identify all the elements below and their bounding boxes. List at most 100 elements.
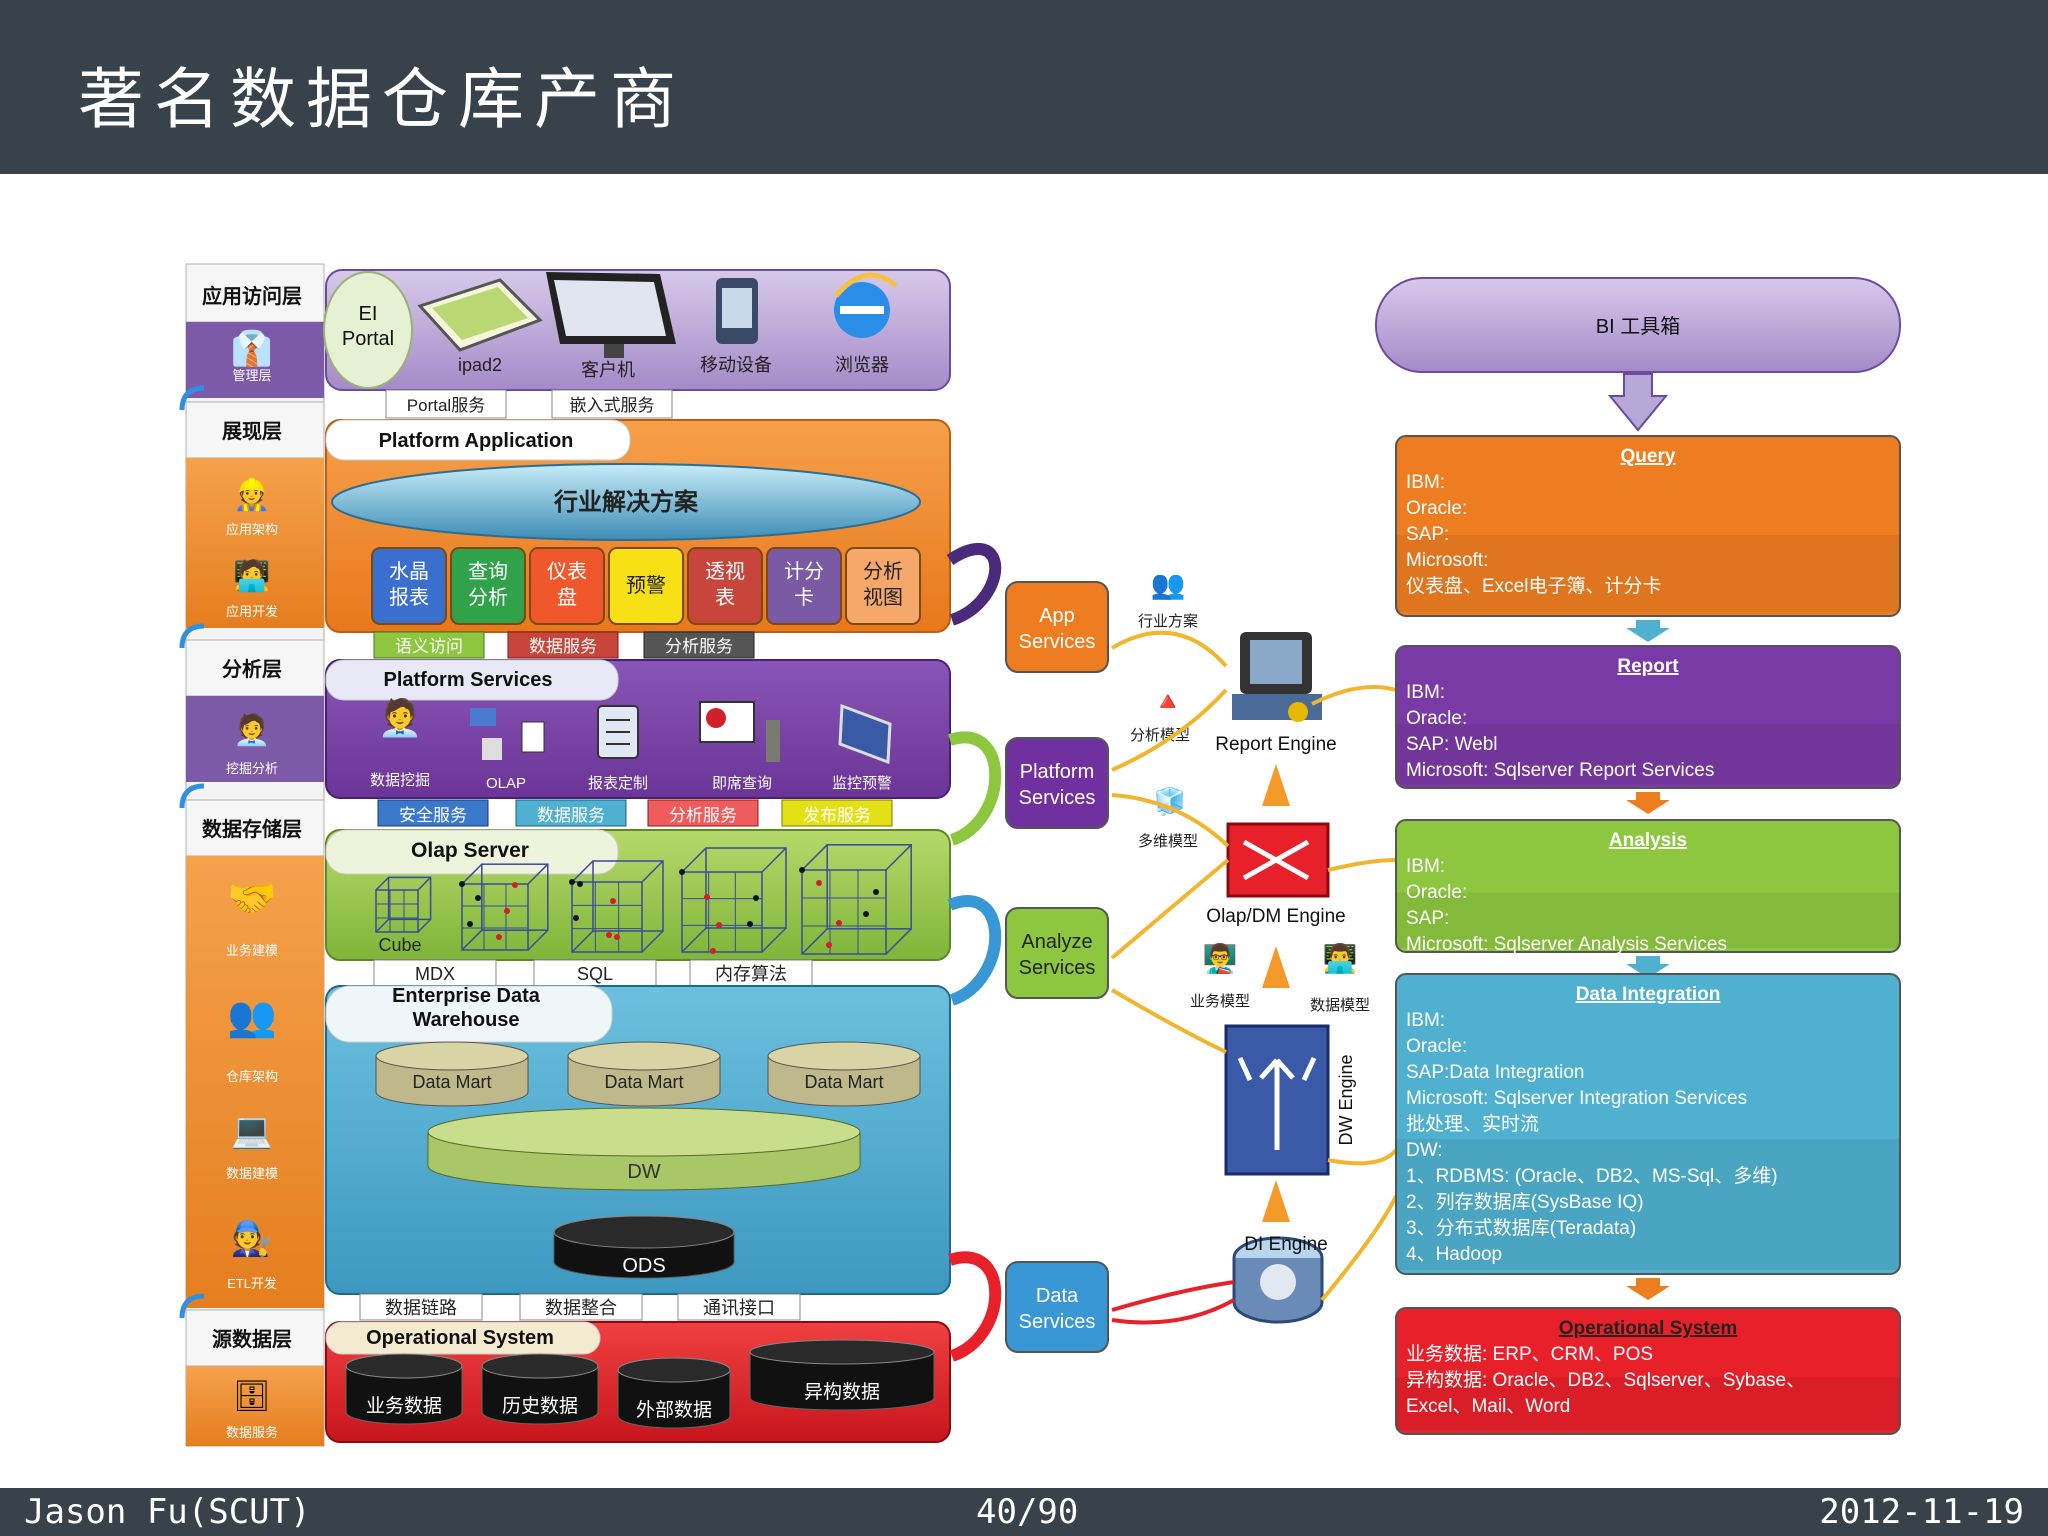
report-engine-label: Report Engine (1215, 734, 1336, 755)
browser-icon[interactable] (834, 272, 898, 338)
ps-item-report-custom: 报表定制 (588, 775, 648, 792)
footer-date: 2012-11-19 (1819, 1492, 2024, 1532)
engines-column: Report Engine Olap/DM Engine DW Engine D… (1130, 569, 1370, 1324)
bi-panel-line: 4、Hadoop (1406, 1244, 1502, 1265)
layer-item-manager: 管理层 (232, 368, 271, 383)
service-box[interactable] (1005, 581, 1109, 673)
bi-panel[interactable] (1395, 645, 1901, 789)
edw-tabs: 数据链路 数据整合 通讯接口 (359, 1293, 801, 1321)
device-mobile: 移动设备 (700, 355, 772, 375)
tab-analysis-service-ps: 分析服务 (669, 806, 737, 825)
module-label-line2: 卡 (794, 586, 814, 609)
module-tile[interactable] (845, 547, 921, 625)
bi-panel-line: Microsoft: (1406, 550, 1488, 571)
bi-panel-line: 异构数据: Oracle、DB2、Sqlserver、Sybase、 (1406, 1369, 1805, 1391)
report-engine-icon[interactable] (1232, 632, 1322, 722)
olap-server-title: Olap Server (411, 839, 529, 862)
tab-security-service: 安全服务 (399, 806, 467, 825)
layer-item-data-model: 数据建模 (226, 1166, 278, 1181)
platform-services-title: Platform Services (384, 669, 553, 691)
dw-engine-icon[interactable] (1224, 1024, 1330, 1176)
ei-portal-badge[interactable] (323, 271, 413, 389)
service-label-line1: Data (1036, 1285, 1079, 1307)
ods-db (553, 1215, 735, 1279)
bi-panel-line: Microsoft: Sqlserver Report Services (1406, 760, 1714, 781)
bi-panel[interactable] (1395, 973, 1901, 1275)
olap-icon (470, 708, 545, 760)
tab-portal-service: Portal服务 (407, 396, 485, 415)
cube-row (375, 844, 912, 955)
bi-toolbox-header[interactable] (1375, 277, 1901, 373)
bi-panel-line: 业务数据: ERP、CRM、POS (1406, 1343, 1653, 1365)
down-arrow-icon (1626, 792, 1670, 814)
data-mart-label-3: Data Mart (804, 1072, 883, 1092)
data-mart-db (375, 1041, 529, 1107)
olap-server-panel: Olap Server Cube (325, 829, 951, 961)
platform-services-panel: Platform Services 🧑‍💼 数据挖掘 OLAP 报表定制 即席查… (325, 659, 951, 799)
module-tile[interactable] (687, 547, 763, 625)
module-label-line1: 水晶 (389, 560, 429, 583)
service-label-line2: Services (1019, 1311, 1096, 1333)
bi-panel-line: IBM: (1406, 856, 1445, 877)
ps-item-mining: 数据挖掘 (370, 772, 430, 789)
cycle-arrow-icon (179, 385, 205, 411)
service-label-line2: Services (1019, 787, 1096, 809)
services-column: AppServicesPlatformServicesAnalyzeServic… (1005, 581, 1109, 1353)
ipad-icon[interactable] (417, 278, 543, 352)
layer-title-source: 源数据层 (212, 1327, 292, 1351)
di-engine-icon[interactable] (1232, 1236, 1324, 1324)
module-tile[interactable] (450, 547, 526, 625)
bi-panel[interactable] (1395, 819, 1901, 953)
device-ipad2: ipad2 (458, 355, 502, 375)
ei-portal-line1: EI (359, 303, 378, 325)
monitor-icon[interactable] (546, 272, 676, 358)
data-mart-db (767, 1041, 921, 1107)
tab-data-link: 数据链路 (385, 1298, 457, 1318)
module-tile[interactable] (529, 547, 605, 625)
bi-panel-line: 2、列存数据库(SysBase IQ) (1406, 1191, 1644, 1213)
dw-engine-label: DW Engine (1336, 1054, 1356, 1145)
service-box[interactable] (1005, 737, 1109, 829)
mobile-icon[interactable] (716, 278, 758, 344)
cycle-arrow-icon (179, 623, 205, 649)
module-label-line1: 计分 (784, 560, 824, 583)
tab-data-integration: 数据整合 (545, 1298, 617, 1318)
bi-panel-line: 批处理、实时流 (1406, 1113, 1539, 1135)
bi-panel[interactable] (1395, 435, 1901, 617)
bi-panel-title: Query (1621, 446, 1676, 467)
service-label-line2: Services (1019, 957, 1096, 979)
slide-title: 著名数据仓库产商 (78, 61, 686, 138)
service-box[interactable] (1005, 907, 1109, 999)
layer-item-etl: ETL开发 (227, 1276, 277, 1291)
down-arrow-icon (1626, 956, 1670, 978)
monitor-alert-icon (838, 703, 892, 765)
source-db-row: 业务数据历史数据外部数据异构数据 (345, 1339, 935, 1429)
cycle-arrow-icon (179, 783, 205, 809)
di-engine-label: DI Engine (1244, 1234, 1327, 1255)
down-arrow-icon (1607, 373, 1669, 432)
arrow-app (946, 543, 1002, 626)
bi-panel-line: SAP:Data Integration (1406, 1062, 1585, 1083)
bi-panel[interactable] (1395, 1307, 1901, 1435)
down-arrow-icon (1626, 1278, 1670, 1300)
bi-panel-title: Operational System (1559, 1318, 1737, 1339)
module-label-line1: 分析 (863, 560, 903, 583)
report-custom-icon (597, 705, 639, 759)
bi-panel-line: 3、分布式数据库(Teradata) (1406, 1217, 1636, 1239)
layer-item-app-dev: 应用开发 (226, 604, 278, 619)
bi-toolbox-label: BI 工具箱 (1596, 315, 1680, 338)
module-tile[interactable] (608, 547, 684, 625)
title-bar (0, 0, 2048, 174)
edw-title-line1: Enterprise Data (392, 985, 541, 1007)
module-tile[interactable] (371, 547, 447, 625)
module-tile[interactable] (766, 547, 842, 625)
tab-analysis-service-app: 分析服务 (665, 637, 733, 656)
data-mart-db (567, 1041, 721, 1107)
service-box[interactable] (1005, 1261, 1109, 1353)
platform-services-tabs: 安全服务 数据服务 分析服务 发布服务 (377, 799, 893, 827)
module-label-line1: 仪表 (547, 560, 587, 583)
module-label-line2: 分析 (468, 586, 508, 609)
olap-engine-icon[interactable] (1226, 822, 1330, 898)
source-db (481, 1353, 599, 1425)
